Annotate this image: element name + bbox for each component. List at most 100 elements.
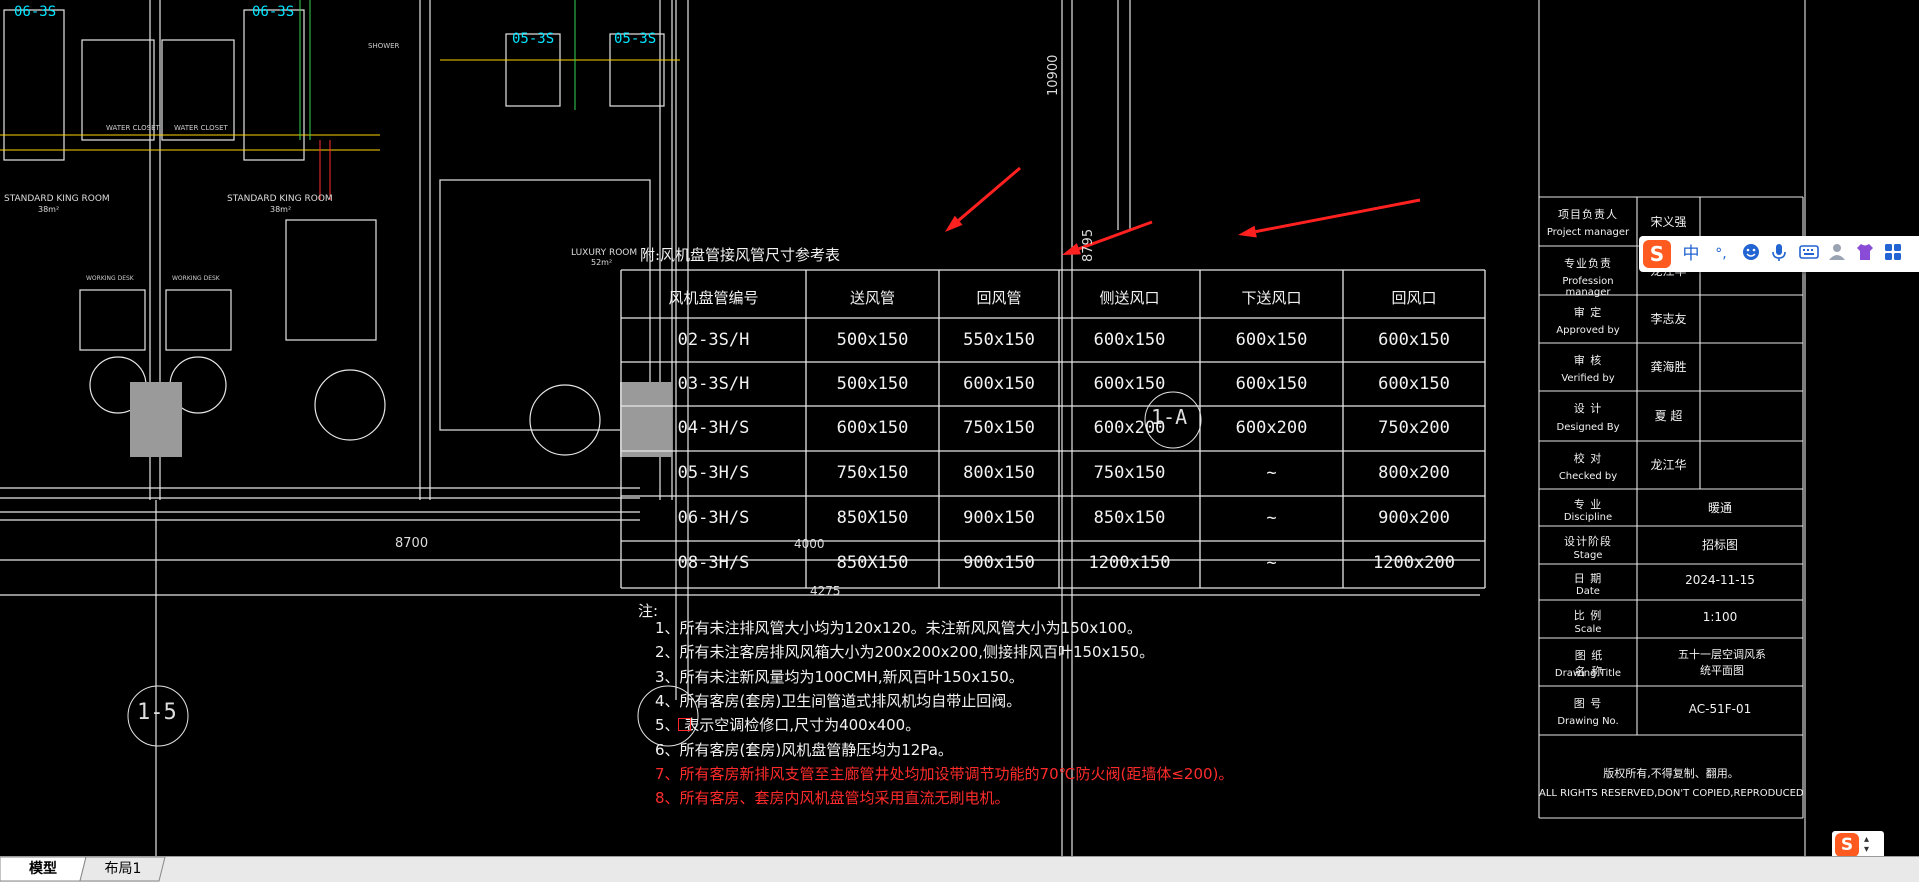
- schedule-title: 附:风机盘管接风管尺寸参考表: [640, 246, 841, 264]
- note-line: 3、所有未注新风量均为100CMH,新风百叶150x150。: [655, 667, 1024, 686]
- fixture-label: WATER CLOSET: [106, 124, 160, 132]
- fixture-label: WORKING DESK: [86, 275, 134, 282]
- title-block-value: 暖通: [1707, 500, 1732, 515]
- duct-size-cell: ~: [1266, 463, 1277, 483]
- note-line: 6、所有客房(套房)风机盘管静压均为12Pa。: [655, 740, 953, 759]
- emoji-icon[interactable]: [1739, 242, 1763, 266]
- duct-size-cell: 1200x150: [1088, 553, 1171, 573]
- title-block-label: 校 对: [1573, 451, 1603, 465]
- room-fixture: [243, 9, 305, 161]
- red-arrow-head: [1062, 243, 1081, 255]
- duct-size-cell: ~: [1266, 508, 1277, 528]
- red-arrow-head: [1238, 225, 1257, 238]
- duct-size-cell: 750x150: [963, 418, 1035, 438]
- fixture-label: WORKING DESK: [172, 275, 220, 282]
- title-block-value: AC-51F-01: [1688, 701, 1752, 716]
- title-block-label: 日 期: [1573, 572, 1603, 586]
- duct-size-cell: 550x150: [963, 330, 1035, 350]
- room-tag: 05-3S: [614, 31, 657, 47]
- layout-tab-bar: 模型 布局1: [0, 856, 1919, 882]
- grid-bubble: [127, 685, 189, 747]
- title-block-label-en: Approved by: [1556, 324, 1620, 336]
- cad-model-space[interactable]: 06-3S 06-3S 05-3S 05-3S STANDARD KING RO…: [0, 0, 1919, 856]
- tab-layout1[interactable]: 布局1: [104, 861, 142, 877]
- room-tag: 05-3S: [512, 31, 555, 47]
- mic-icon[interactable]: [1767, 242, 1791, 266]
- schedule-header: 下送风口: [1241, 289, 1302, 307]
- note-line: 2、所有未注客房排风风箱大小为200x200x200,侧接排风百叶150x150…: [655, 643, 1155, 662]
- duct-size-cell: 850X150: [836, 553, 909, 573]
- cad-drawing: [0, 0, 1806, 856]
- duct-size-cell: 600x150: [1093, 330, 1166, 350]
- dimension-text: 8700: [395, 536, 429, 551]
- title-block-label: 审 定: [1573, 305, 1603, 319]
- title-block-value: 五十一层空调风系统平面图: [1678, 648, 1766, 677]
- fan-coil-id: 08-3H/S: [677, 553, 750, 573]
- title-block-label-en: Drawing No.: [1557, 716, 1619, 728]
- title-block-label-en: Drawing Title: [1554, 667, 1622, 679]
- grid-bubble: [637, 685, 699, 747]
- sogou-logo-icon[interactable]: S: [1643, 240, 1671, 268]
- room-fixture: [161, 39, 235, 141]
- duct-size-cell: 850x150: [1093, 508, 1166, 528]
- red-arrow: [1078, 220, 1153, 251]
- keyboard-icon[interactable]: [1797, 242, 1821, 266]
- title-block-value: 招标图: [1701, 538, 1738, 552]
- red-arrow-head: [945, 215, 963, 232]
- title-block-value: 龚海胜: [1650, 360, 1687, 374]
- duct-size-cell: 500x150: [836, 330, 909, 350]
- room-tag: 06-3S: [14, 4, 57, 20]
- note-line: 4、所有客房(套房)卫生间管道式排风机均自带止回阀。: [655, 691, 1022, 710]
- red-arrow: [957, 166, 1021, 222]
- title-block-label-en: Designed By: [1556, 422, 1620, 433]
- ime-mini-status[interactable]: S ▴▾: [1832, 831, 1884, 859]
- red-arrow: [1255, 198, 1421, 234]
- title-block-label: 设计阶段: [1564, 534, 1612, 548]
- duct-size-cell: 1200x200: [1373, 553, 1455, 573]
- room-fixture: [165, 289, 232, 351]
- ime-mode-toggle[interactable]: 中: [1682, 244, 1700, 264]
- duct-size-cell: 750x150: [836, 463, 909, 483]
- shirt-icon[interactable]: [1853, 242, 1877, 266]
- duct-size-cell: 600x150: [1235, 374, 1308, 394]
- note-line: 8、所有客房、套房内风机盘管均采用直流无刷电机。: [655, 789, 1010, 808]
- duct-size-cell: 900x200: [1378, 508, 1450, 528]
- title-block-label: 图 号: [1573, 696, 1603, 710]
- room-name: STANDARD KING ROOM: [4, 194, 110, 204]
- tab-model[interactable]: 模型: [29, 861, 57, 877]
- title-block-label: 审 核: [1573, 353, 1603, 367]
- duct-size-cell: 600x200: [1235, 418, 1308, 438]
- title-block-label: 项目负责人: [1558, 207, 1618, 221]
- duct-size-cell: 600x150: [963, 374, 1035, 394]
- duct-size-cell: 500x150: [836, 374, 909, 394]
- room-fixture: [79, 289, 146, 351]
- grid-icon[interactable]: [1881, 242, 1905, 266]
- room-fixture: [609, 33, 665, 107]
- fan-coil-id: 03-3S/H: [677, 374, 750, 394]
- title-block-value: 宋义强: [1650, 214, 1687, 229]
- chevron-updown-icon[interactable]: ▴▾: [1864, 834, 1870, 855]
- title-block-label-en: Date: [1576, 586, 1600, 598]
- sogou-logo-icon[interactable]: S: [1835, 833, 1859, 857]
- note-line: 1、所有未注排风管大小均为120x120。未注新风风管大小为150x100。: [655, 619, 1142, 637]
- note-line: 7、所有客房新排风支管至主廊管井处均加设带调节功能的70℃防火阀(距墙体≤200…: [655, 764, 1234, 783]
- grid-bubble-label: 1-A: [1151, 405, 1188, 429]
- duct-size-cell: 600x150: [1378, 330, 1450, 350]
- fan-coil-id: 06-3H/S: [677, 508, 750, 528]
- duct-size-cell: 800x150: [963, 463, 1035, 483]
- title-block-label-en: Profession manager: [1562, 276, 1614, 299]
- title-block-label: 图 纸 名 称: [1574, 648, 1604, 678]
- schedule-header: 侧送风口: [1099, 289, 1160, 307]
- title-block-value: 夏 超: [1654, 409, 1683, 423]
- title-block-label-en: Scale: [1574, 623, 1602, 635]
- ime-punct-toggle[interactable]: °,: [1715, 246, 1727, 262]
- furniture-circle: [529, 384, 601, 456]
- schedule-header: 送风管: [849, 289, 895, 307]
- grid-bubble-label: 1-5: [137, 700, 177, 725]
- copyright-cn: 版权所有,不得复制、翻用。: [1603, 767, 1739, 780]
- duct-size-cell: 750x150: [1093, 463, 1166, 483]
- dimension-text: 4000: [794, 537, 825, 551]
- access-panel-symbol: [678, 718, 691, 731]
- user-icon[interactable]: [1825, 242, 1849, 266]
- ime-toolbar[interactable]: S 中 °,: [1639, 236, 1919, 272]
